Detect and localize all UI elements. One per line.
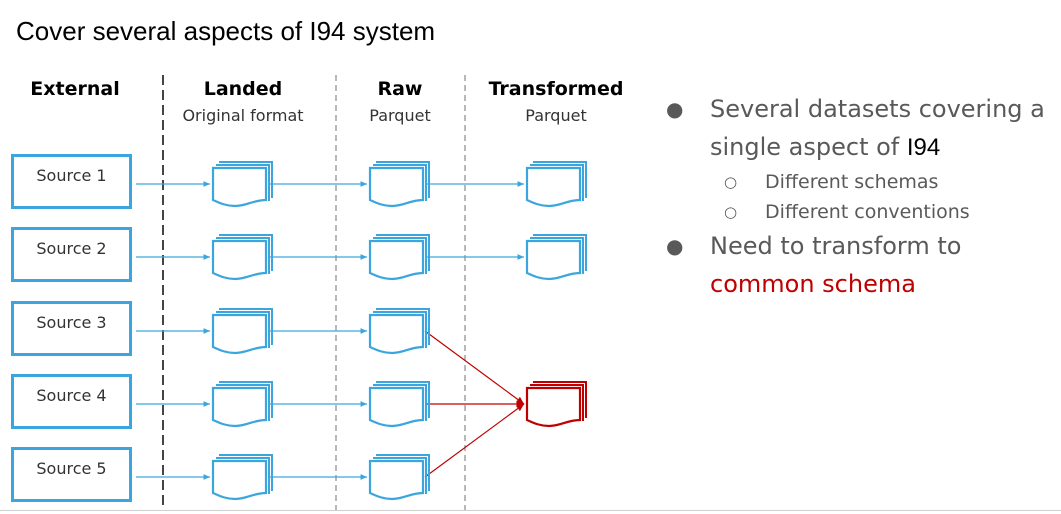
i94-term: I94 (906, 134, 941, 161)
landed-file-icon (211, 160, 274, 208)
column-header-external: External (20, 76, 130, 102)
source-box: Source 1 (11, 154, 132, 209)
column-heading: Landed (203, 78, 283, 100)
footer-divider (0, 510, 1061, 511)
bullet-text: Several datasets covering a single aspec… (710, 90, 1061, 167)
raw-file-icon (368, 453, 431, 501)
source-box: Source 5 (11, 447, 132, 502)
landed-file-icon (211, 307, 274, 355)
sub-bullet-item: ○ Different schemas (666, 167, 1061, 197)
column-heading: External (30, 78, 120, 100)
column-header-landed: Landed Original format (170, 76, 316, 130)
landed-file-icon (211, 380, 274, 428)
bullet-item: ● Need to transform to common schema (666, 227, 1061, 303)
column-heading: Raw (377, 78, 423, 100)
bullet-dot-icon: ● (666, 97, 684, 121)
highlight-text: common schema (710, 270, 916, 298)
raw-file-icon (368, 307, 431, 355)
source-box: Source 2 (11, 227, 132, 282)
column-header-transformed: Transformed Parquet (476, 76, 636, 130)
common-schema-file-icon (525, 380, 588, 428)
bullet-text: Need to transform to (710, 232, 962, 260)
raw-file-icon (368, 380, 431, 428)
column-header-raw: Raw Parquet (345, 76, 455, 130)
transformed-file-icon (525, 233, 588, 281)
slide-title: Cover several aspects of I94 system (16, 16, 436, 46)
sub-bullet-circle-icon: ○ (724, 173, 738, 191)
merge-arrow (424, 330, 525, 405)
sub-bullet-text: Different conventions (765, 201, 970, 223)
landed-file-icon (211, 233, 274, 281)
bullet-list: ● Several datasets covering a single asp… (666, 90, 1061, 303)
transformed-file-icon (525, 160, 588, 208)
landed-file-icon (211, 453, 274, 501)
column-subtitle: Original format (182, 106, 304, 125)
sub-bullet-item: ○ Different conventions (666, 197, 1061, 227)
raw-file-icon (368, 160, 431, 208)
bullet-text-main: Several datasets covering a single aspec… (710, 95, 1045, 161)
column-heading: Transformed (488, 78, 624, 100)
bullet-dot-icon: ● (666, 234, 684, 258)
merge-arrow (424, 403, 525, 478)
sub-bullet-circle-icon: ○ (724, 203, 738, 221)
sub-bullet-text: Different schemas (765, 171, 939, 193)
source-box: Source 4 (11, 374, 132, 429)
column-subtitle: Parquet (369, 106, 431, 125)
column-subtitle: Parquet (525, 106, 587, 125)
bullet-item: ● Several datasets covering a single asp… (666, 90, 1061, 167)
source-box: Source 3 (11, 301, 132, 356)
pipeline-diagram (136, 75, 588, 510)
raw-file-icon (368, 233, 431, 281)
